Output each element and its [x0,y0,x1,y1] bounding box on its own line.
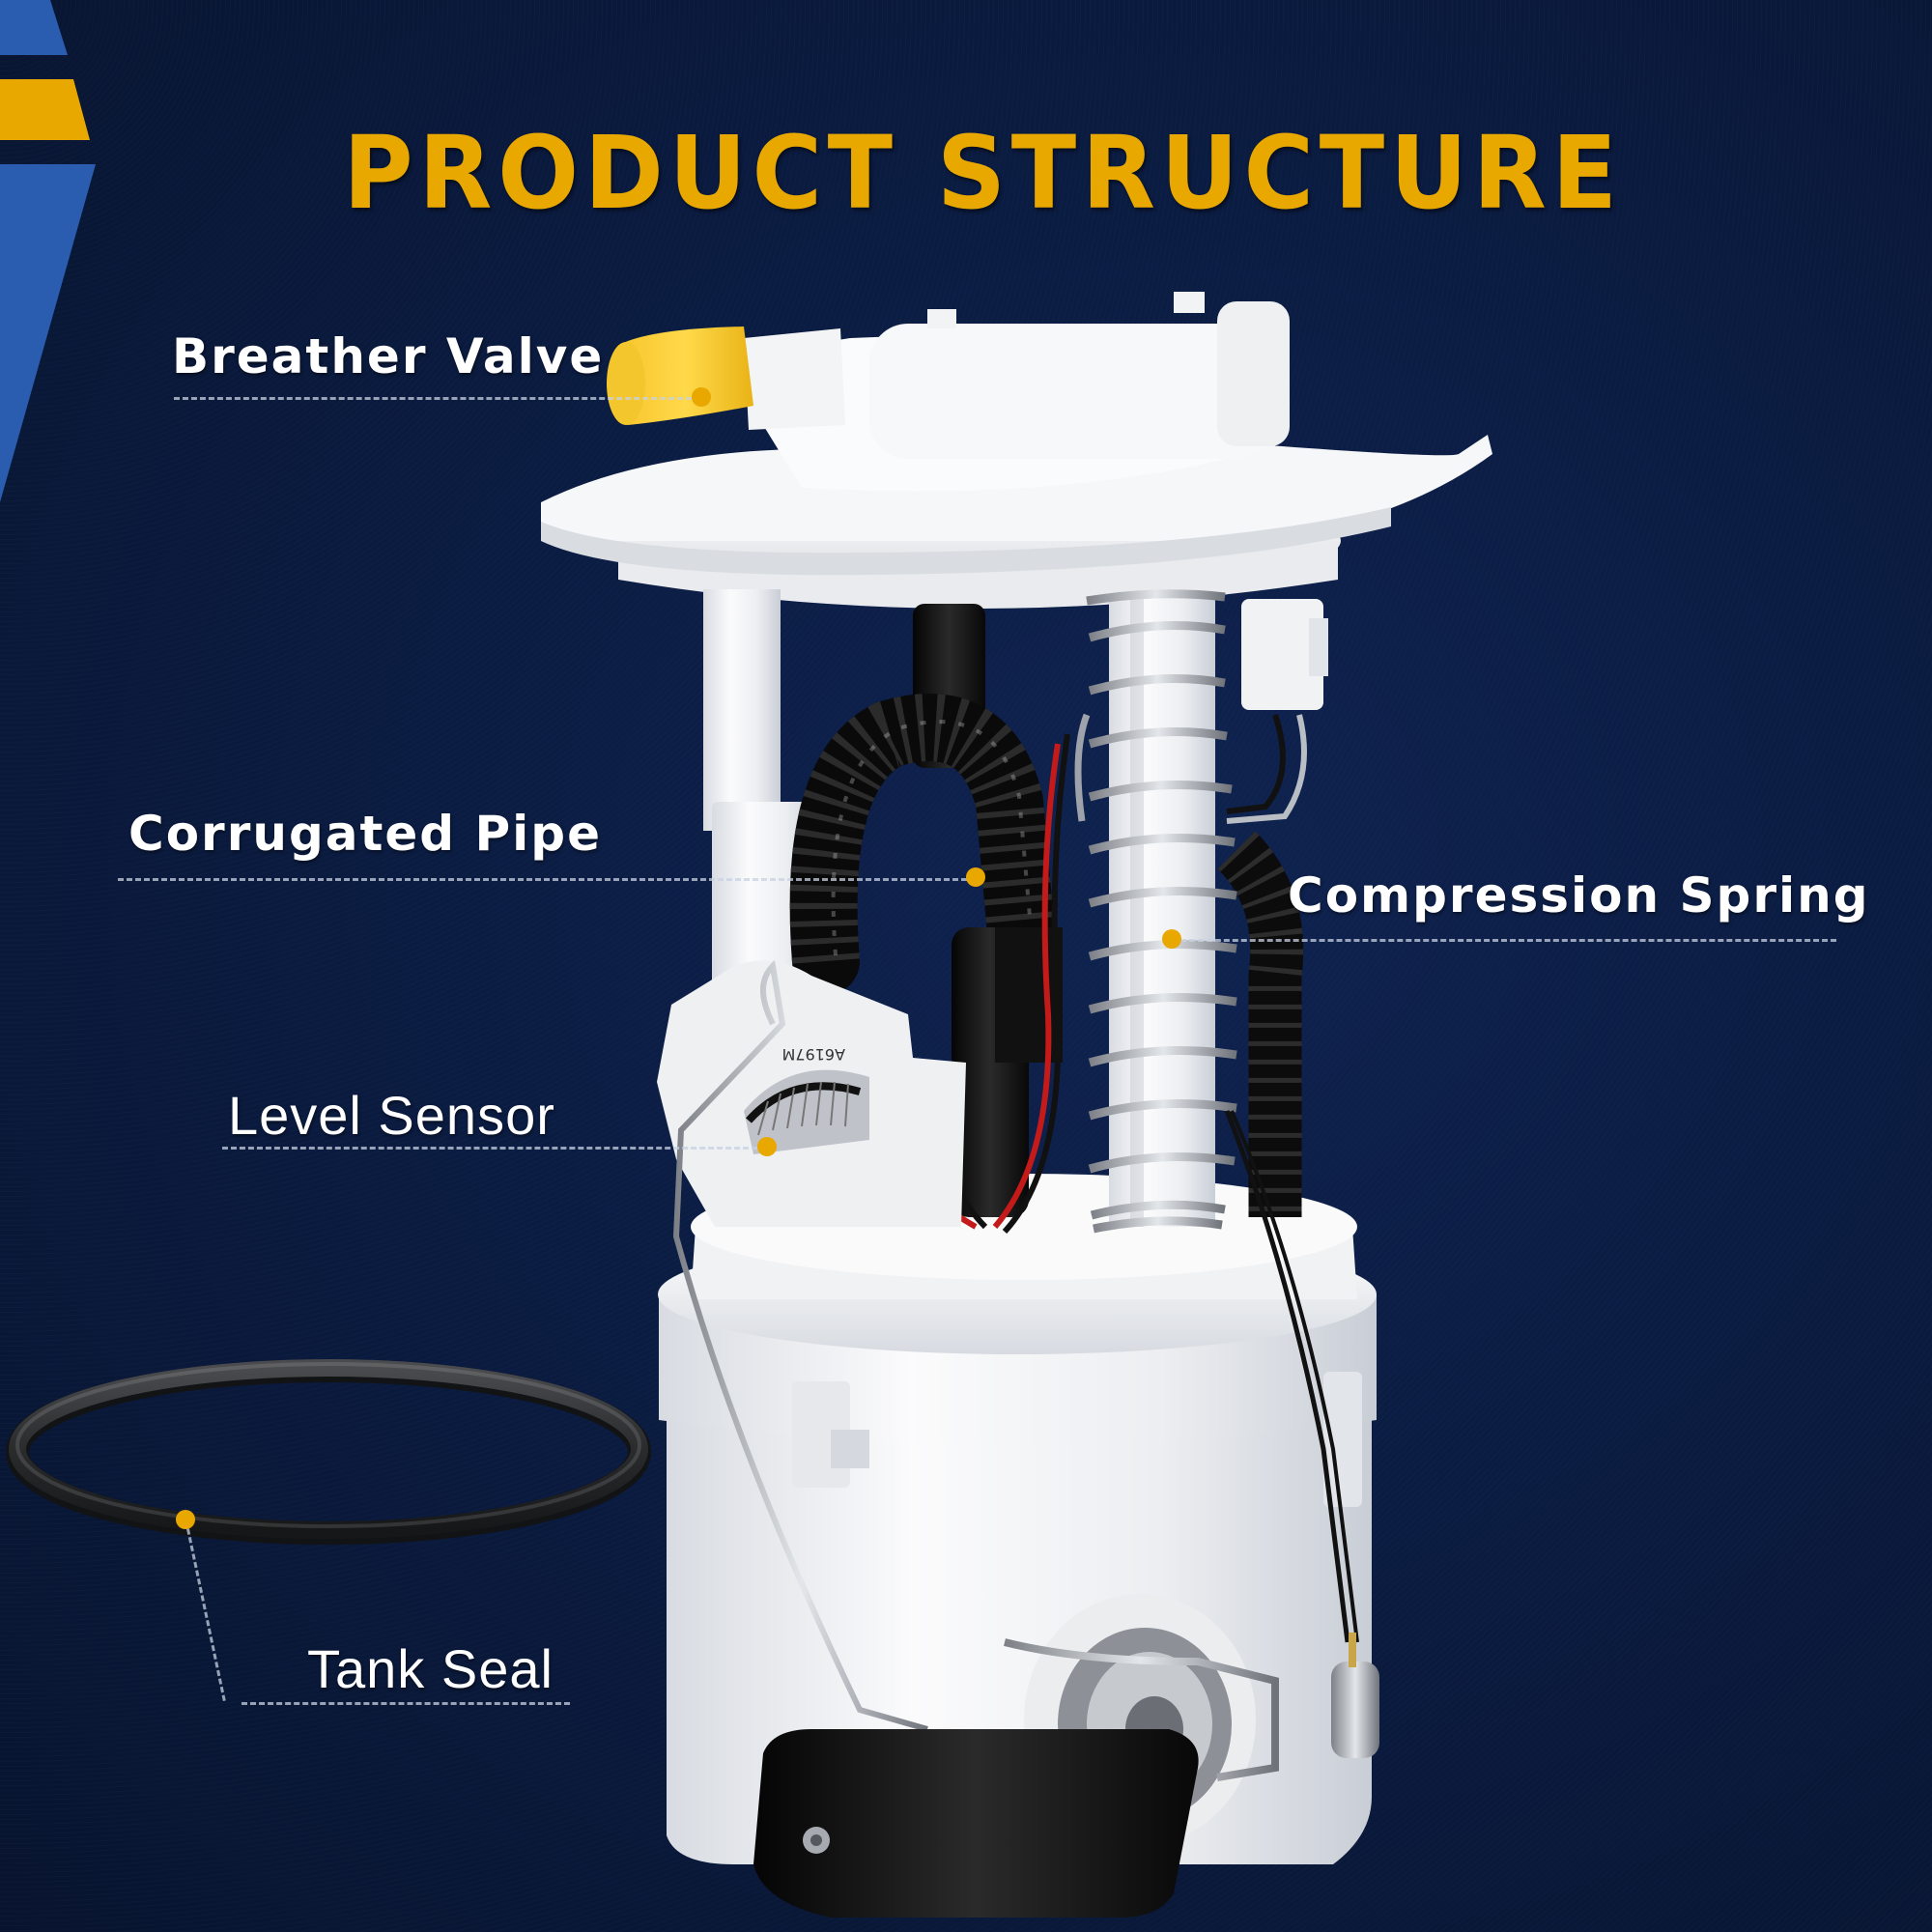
float [753,1729,1199,1918]
callout-label: Level Sensor [228,1085,555,1146]
leader-line [242,1702,570,1705]
breather-valve-cap [607,327,753,425]
float-arm [672,959,928,1732]
callout-dot [176,1510,195,1529]
top-flange [541,292,1492,609]
sensor-marking: A6197M [782,1045,845,1064]
sensor-probe [1331,1633,1379,1758]
blue-stripe-top [0,0,68,55]
callout-dot [966,867,985,887]
leader-line [1172,939,1836,942]
electrical-connector [1241,599,1328,710]
page-title: PRODUCT STRUCTURE [343,114,1623,232]
callout-dot [757,1137,777,1156]
callout-label: Compression Spring [1288,867,1870,923]
leader-line [174,397,700,400]
callout-label: Tank Seal [307,1638,554,1699]
callout-dot [1162,929,1181,949]
yellow-stripe [0,79,90,140]
callout-label: Corrugated Pipe [128,806,602,862]
compression-spring-graphic [1086,589,1237,1234]
corrugated-pipe-graphic [789,604,1304,1217]
tank-seal-ring [6,1359,651,1545]
decorative-stripes [0,0,96,502]
leader-line [118,878,976,881]
level-sensor-graphic: A6197M [657,960,966,1227]
leader-line [222,1147,766,1150]
callout-dot [692,387,711,407]
blue-triangle [0,164,96,502]
callout-label: Breather Valve [172,328,605,384]
